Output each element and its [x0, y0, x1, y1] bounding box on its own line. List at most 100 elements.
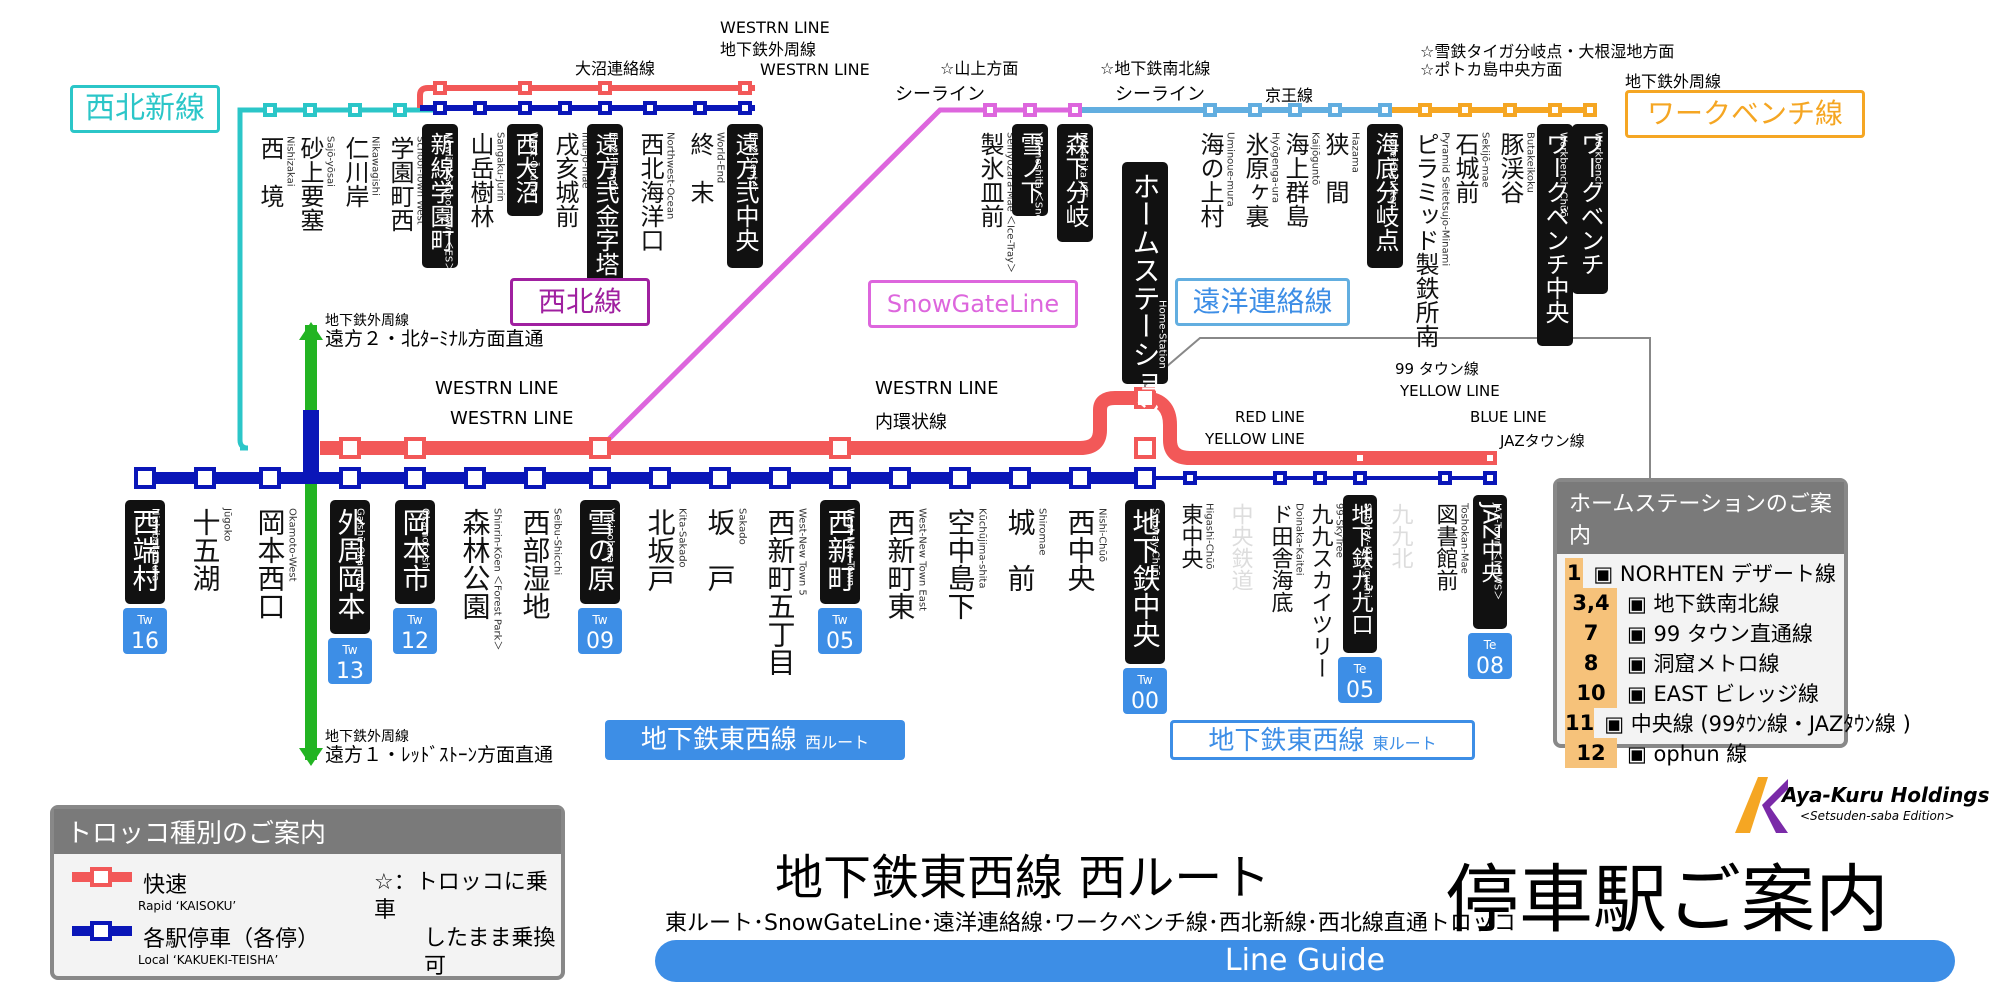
- station-label-1-text: 十五湖: [189, 508, 222, 592]
- home-station-box: [1122, 162, 1168, 384]
- seihoku-label-1-text: 山岳樹林: [466, 132, 494, 228]
- seihoku-station-7: [738, 101, 752, 115]
- transfer-yellow_line2: YELLOW LINE: [1400, 382, 1500, 400]
- workbench-label-2-roman: Butakeikoku: [1525, 132, 1536, 193]
- seihoku-label-6-roman: World-End: [715, 132, 726, 183]
- station-label-5-text: 森林公園: [459, 508, 492, 620]
- station-label-11-text: 西新町: [824, 508, 857, 592]
- station-label-15-text: 西中央: [1064, 508, 1097, 592]
- snowgate-station-2: [1068, 103, 1082, 117]
- station-label-7-text: 雪の原: [584, 508, 617, 592]
- station-label-11-roman: West-New Town: [845, 508, 856, 586]
- station-label-7-box: [580, 500, 620, 604]
- tozai-east-label: 地下鉄東西線 東ルート: [1170, 720, 1475, 760]
- station-label-4-text: 岡本市: [399, 508, 432, 592]
- home-guide-line: ▣ 99 タウン直通線: [1627, 622, 1813, 646]
- shinsen-station-2: [348, 103, 362, 117]
- station-local-9: [709, 467, 731, 489]
- legend-local: 各駅停車（各停） Local ‘KAKUEKI-TEISHA’: [72, 921, 319, 967]
- snowgate-label-1-text: 雪ノ下: [1016, 132, 1044, 204]
- station-label-13-roman: Kūchūjima-shita: [977, 508, 988, 588]
- east-station-label-2-text: ド田舎海底: [1268, 503, 1294, 613]
- workbench-station-1: [1458, 103, 1472, 117]
- east-station-label-0-text: 東中央: [1178, 503, 1204, 569]
- east-station-label-7-roman: JAZ-Town ＜NEWS＞: [1492, 502, 1503, 600]
- workbench-label-4-roman: Workbench: [1593, 132, 1604, 188]
- east-station-label-5-text: 九九北: [1388, 503, 1414, 569]
- east-station-label-4-text: 地下鉄九九口: [1348, 503, 1374, 635]
- station-rapid-11: [829, 437, 851, 459]
- seihoku-label-0-text: 新線学園町: [426, 132, 454, 252]
- page-big-title: 停車駅ご案内: [1445, 857, 1889, 943]
- seihoku-label-4-box: [587, 124, 623, 294]
- station-badge-11-code: 05: [826, 629, 854, 654]
- east-station-label-5: 九九北: [1388, 503, 1414, 569]
- seihoku-station-1: [473, 101, 487, 115]
- station-label-6-text: 西部湿地: [519, 508, 552, 620]
- station-badge-7-prefix: Tw: [591, 613, 607, 627]
- shinsen-station-1: [303, 103, 317, 117]
- station-badge-4-bg: [393, 608, 437, 654]
- workbench-label-3-box: [1537, 124, 1573, 346]
- station-badge-11-prefix: Tw: [831, 613, 847, 627]
- station-local-0: [134, 467, 156, 489]
- workbench-label-0-text: ピラミッド製鉄所南: [1411, 132, 1439, 348]
- through-up-line2: 遠方２・北ﾀｰﾐﾅﾙ方面直通: [325, 328, 544, 350]
- workbench-label-3-text: ワークベンチ中央: [1541, 132, 1569, 324]
- east-station-label-3-roman: 99-SkyTree: [1334, 503, 1345, 558]
- seihoku-label-5-text: 西北海洋口: [636, 132, 664, 252]
- station-local-10: [769, 467, 791, 489]
- station-local-7: [589, 467, 611, 489]
- station-home: [1134, 387, 1156, 409]
- station-local-6: [524, 467, 546, 489]
- enyo-label-4-roman: Kaitei-Bunkiten: [1388, 132, 1399, 208]
- seihoku-station-0: [433, 101, 447, 115]
- through-arrow-down: [299, 748, 323, 766]
- station-label-4-roman: Okamoto-shi: [420, 508, 431, 572]
- snowgate-label-0-roman: Seihyōzara-Mae ＜Ice-Tray＞: [1005, 132, 1016, 273]
- tozai-rapid-track: [320, 391, 1495, 465]
- transfer-yamanoue: ☆山上方面: [940, 59, 1019, 78]
- station-local-13: [949, 467, 971, 489]
- enyo-station-1: [1248, 103, 1262, 117]
- enyo-station-0: [1203, 103, 1217, 117]
- east-station-label-1: 中央鉄道: [1228, 503, 1254, 591]
- station-label-3-text: 外周岡本: [334, 508, 367, 620]
- page-subtitle: 東ルート･SnowGateLine･遠洋連絡線･ワークベンチ線･西北新線･西北線…: [665, 911, 1516, 936]
- brand-name: Aya-Kuru Holdings: [1782, 783, 1990, 807]
- home-guide-platform: 1: [1565, 558, 1584, 588]
- seihoku-label-6-text: 終 末: [686, 132, 714, 204]
- enyo-label: 遠洋連絡線: [1175, 278, 1350, 326]
- seihoku-label-3-roman: Inui-jō-mae: [580, 132, 591, 189]
- home-guide-line: ▣ 中央線 (99ﾀｳﾝ線・JAZﾀｳﾝ線 ): [1604, 712, 1911, 736]
- legend-star-note: ☆：トロッコに乗車 したまま乗換可: [374, 869, 561, 981]
- station-label-14-roman: Shiromae: [1037, 508, 1048, 556]
- seihoku-label-7-roman: Far2-Center: [748, 132, 759, 192]
- snowgate-label-1-box: [1012, 124, 1048, 216]
- station-badge-3-bg: [328, 638, 372, 684]
- through-up-label: 地下鉄外周線 遠方２・北ﾀｰﾐﾅﾙ方面直通: [325, 312, 544, 350]
- station-rapid-16: [1134, 437, 1156, 459]
- tozai-east-sub: 東ルート: [1372, 734, 1437, 753]
- home-guide-row: 11▣ 中央線 (99ﾀｳﾝ線・JAZﾀｳﾝ線 ): [1565, 708, 1911, 738]
- shinsen-station-0: [263, 103, 277, 117]
